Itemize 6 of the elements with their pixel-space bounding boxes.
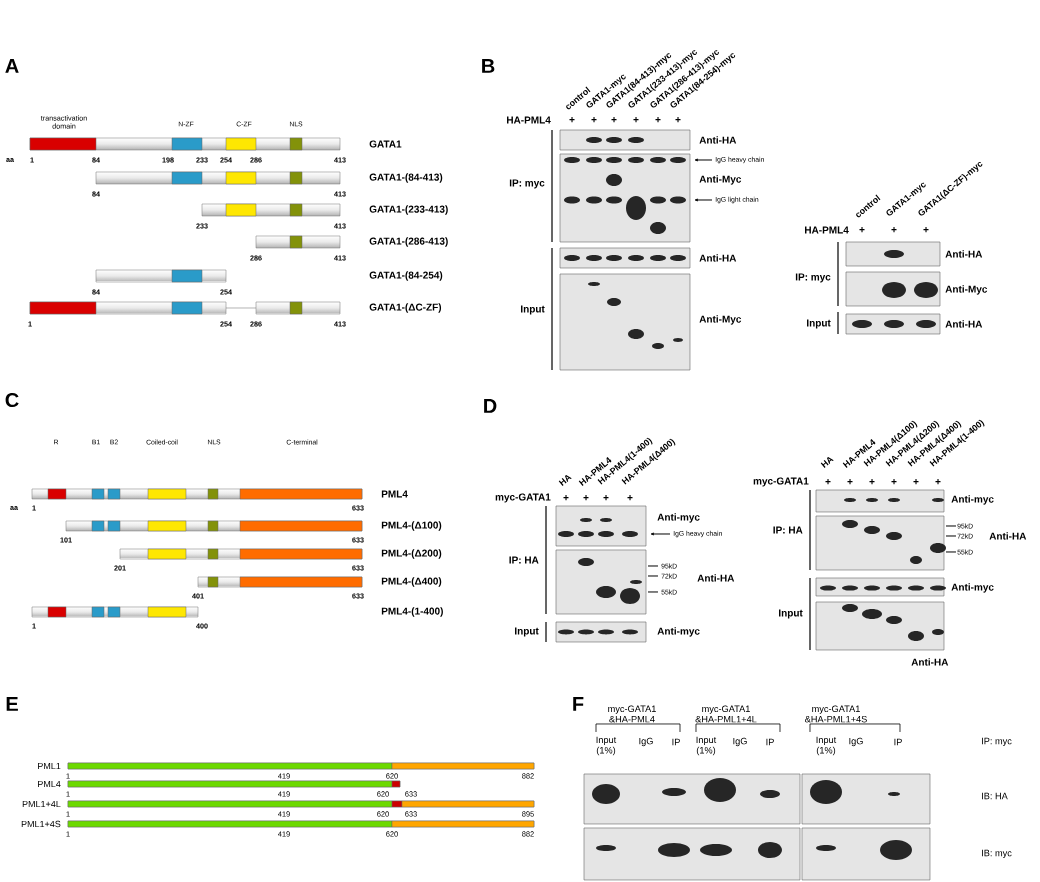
panel-letter: D	[484, 399, 497, 413]
panel-letter: E	[6, 697, 18, 711]
panel-letter: F	[573, 697, 584, 711]
panel-letter: C	[5, 392, 19, 408]
panel-letter: B	[482, 59, 495, 73]
panel-letter: A	[5, 59, 19, 73]
